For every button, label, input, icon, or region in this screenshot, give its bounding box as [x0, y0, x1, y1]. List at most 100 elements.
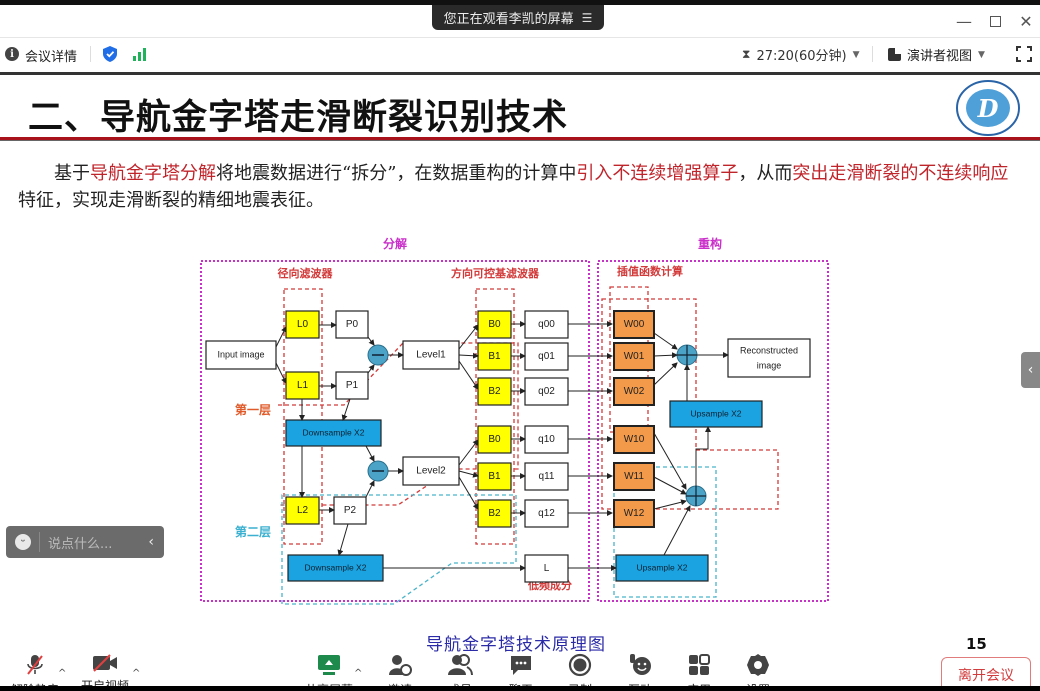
top-strip — [0, 0, 1040, 5]
W00-box — [613, 310, 655, 339]
W12-box — [613, 499, 655, 528]
steerable-filter-label: 方向可控基滤波器 — [451, 266, 540, 280]
arrow-W02-sum1 — [653, 362, 678, 386]
arrow-W00-sum1 — [653, 332, 678, 350]
B2-level2-box-label: B2 — [488, 508, 501, 519]
arrow-P0-sub — [367, 336, 375, 346]
arrow-up2-sum2 — [663, 505, 691, 556]
P1-box-label: P1 — [346, 380, 359, 391]
page-number: 15 — [966, 635, 987, 652]
paragraph-text: ，从而 — [738, 163, 793, 184]
invite-icon — [387, 654, 413, 676]
q2-level2-box-label: q12 — [538, 508, 555, 519]
meeting-details-button[interactable]: 会议详情 — [25, 50, 78, 65]
bottom-strip — [0, 686, 1040, 691]
info-icon[interactable]: i — [5, 47, 19, 61]
lowpass-box-label: L — [544, 563, 550, 574]
minimize-button[interactable]: — — [956, 11, 972, 31]
emoji-icon[interactable]: ᵕ — [15, 534, 31, 550]
B0-level2-box-label: B0 — [488, 434, 501, 445]
side-panel-toggle[interactable]: ‹ — [1021, 352, 1040, 388]
radial-filter-group — [283, 288, 323, 545]
members-icon — [447, 654, 473, 676]
meeting-timer[interactable]: ⧗ 27:20(60分钟) ▼ — [742, 45, 860, 64]
W10-box — [613, 425, 655, 454]
chevron-up-icon[interactable]: ^ — [58, 668, 67, 679]
W10-box-label: W10 — [624, 434, 645, 445]
paragraph-text: 基于 — [54, 163, 90, 184]
chevron-down-icon: ▼ — [978, 49, 985, 60]
chevron-left-icon[interactable]: ‹ — [148, 534, 154, 550]
arrow-input-L1 — [275, 362, 287, 384]
security-shield-icon[interactable] — [103, 46, 117, 62]
P2-box-label: P2 — [344, 505, 357, 516]
B0-level1-box-label: B0 — [488, 319, 501, 330]
title-rule — [0, 137, 1040, 140]
B1-level1-box-label: B1 — [488, 351, 501, 362]
arrow-level1-B0 — [458, 324, 479, 350]
L1-box-label: L1 — [297, 380, 309, 391]
section-decompose-label: 分解 — [383, 237, 407, 251]
W11-box-label: W11 — [624, 471, 644, 482]
q1-level1-box-label: q01 — [538, 351, 555, 362]
recon2-cyan-region — [613, 466, 717, 598]
chevron-up-icon[interactable]: ^ — [132, 668, 141, 679]
slide-title: 二、导航金字塔走滑断裂识别技术 — [28, 98, 569, 138]
arrow-P2-down2 — [337, 523, 349, 556]
hourglass-icon: ⧗ — [742, 47, 751, 61]
q0-level1-box-label: q00 — [538, 319, 555, 330]
W11-box — [613, 462, 655, 491]
upsample-1-box-label: Upsample X2 — [690, 408, 741, 418]
q1-level2-box — [524, 462, 569, 491]
layer1-label: 第一层 — [235, 402, 271, 417]
W12-box-label: W12 — [624, 508, 645, 519]
section-reconstruct-label: 重构 — [698, 237, 722, 251]
chat-placeholder[interactable]: 说点什么... — [48, 536, 113, 552]
layout-icon — [888, 48, 901, 61]
reconstruct-section-border — [597, 260, 829, 602]
q2-level1-box-label: q02 — [538, 386, 555, 397]
viewing-banner-text: 您正在观看李凯的屏幕 — [443, 12, 574, 27]
interp-calc-label: 插值函数计算 — [617, 264, 683, 278]
highlighted-text: 引入不连续增强算子 — [576, 163, 739, 184]
highlighted-text: 导航金字塔分解 — [90, 163, 216, 184]
fullscreen-icon[interactable] — [1016, 46, 1032, 62]
level1-box-label: Level1 — [416, 350, 446, 361]
pyramid-diagram: 分解重构径向滤波器方向可控基滤波器插值函数计算第一层第二层低频成分Input i… — [200, 237, 829, 605]
divider — [90, 46, 91, 62]
maximize-button[interactable] — [983, 10, 1007, 32]
slide-paragraph: 基于导航金字塔分解将地震数据进行“拆分”，在数据重构的计算中引入不连续增强算子，… — [18, 160, 1018, 214]
arrow-P1-down — [341, 398, 351, 421]
view-mode-label: 演讲者视图 — [907, 49, 973, 64]
viewing-banner[interactable]: 您正在观看李凯的屏幕 ☰ — [432, 5, 604, 30]
reconstructed-label-2: image — [757, 360, 782, 370]
view-mode-button[interactable]: 演讲者视图 ▼ — [888, 45, 985, 64]
chevron-up-icon[interactable]: ^ — [354, 668, 363, 679]
arrow-P1-sub — [367, 364, 375, 374]
chat-input-bar[interactable]: ᵕ 说点什么... ‹ — [6, 526, 164, 558]
network-signal-icon[interactable] — [133, 47, 146, 61]
paragraph-text: 将地震数据进行“拆分”，在数据重构的计算中 — [216, 163, 577, 184]
reconstructed-label-1: Reconstructed — [740, 345, 798, 355]
upsample-2-box-label: Upsample X2 — [636, 562, 687, 572]
recon1-red-region — [601, 298, 779, 510]
arrow-input-L0 — [275, 326, 287, 348]
highlighted-text: 突出走滑断裂的不连续响应 — [792, 163, 1009, 184]
B2-level1-box — [477, 377, 512, 406]
downsample-2-box — [287, 554, 384, 582]
divider — [39, 532, 40, 552]
level1-box — [402, 340, 460, 370]
arrow-level2-B2 — [458, 476, 479, 510]
B2-level1-box-label: B2 — [488, 386, 501, 397]
downsample-2-box-label: Downsample X2 — [305, 562, 367, 572]
mic-muted-icon — [22, 654, 48, 676]
L0-box-label: L0 — [297, 319, 309, 330]
menu-icon[interactable]: ☰ — [581, 10, 593, 25]
B2-level2-box — [477, 499, 512, 528]
close-button[interactable]: ✕ — [1019, 11, 1033, 31]
chevron-left-icon: ‹ — [1027, 362, 1034, 378]
chat-icon — [508, 654, 534, 676]
q1-level2-box-label: q11 — [539, 471, 555, 482]
share-screen-icon — [316, 654, 342, 676]
